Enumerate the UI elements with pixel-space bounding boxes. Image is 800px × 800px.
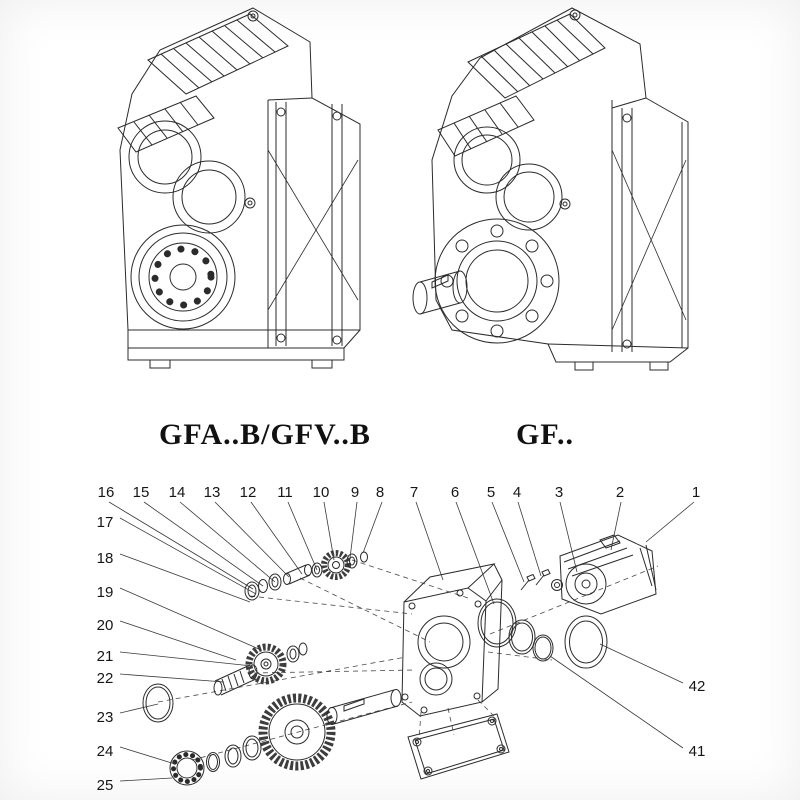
output-shaft	[326, 689, 402, 725]
side-panel	[611, 97, 687, 352]
callout-9: 9	[351, 484, 359, 501]
callout-11: 11	[277, 484, 293, 501]
ball-bearing	[169, 750, 205, 786]
input-side-rings	[477, 568, 608, 669]
callout-3: 3	[555, 484, 563, 501]
pinion-shaft	[283, 564, 312, 585]
callout-23: 23	[97, 709, 114, 726]
intermediate-gear	[245, 643, 287, 685]
second-stage-parts	[142, 642, 308, 723]
intermediate-shaft-parts	[244, 550, 368, 601]
callout-22: 22	[97, 670, 114, 687]
cover-plate	[407, 713, 510, 780]
bearing-bores	[128, 120, 256, 234]
callout-15: 15	[133, 484, 150, 501]
mounting-feet	[547, 343, 689, 371]
callout-numbers: 16 15 14 13 12 11 10 9 8 7 6 5 4 3 2 1 1…	[97, 484, 706, 794]
small-gear	[321, 550, 351, 580]
assembly-axis-lines	[157, 559, 659, 761]
flange-bolt	[520, 568, 551, 591]
callout-16: 16	[98, 484, 115, 501]
output-gear	[258, 693, 336, 771]
terminal-box	[599, 534, 621, 549]
lifting-eye-boss	[247, 10, 259, 22]
callout-41: 41	[689, 743, 706, 760]
callout-24: 24	[97, 743, 114, 760]
plug	[551, 579, 563, 591]
shaft-keyway	[431, 274, 449, 289]
right-model-caption: GF..	[516, 418, 574, 451]
callout-13: 13	[204, 484, 221, 501]
motor-adapter	[559, 534, 657, 615]
exploded-view: 16 15 14 13 12 11 10 9 8 7 6 5 4 3 2 1 1…	[97, 484, 706, 794]
callout-19: 19	[97, 584, 114, 601]
callout-17: 17	[97, 514, 114, 531]
snap-ring	[206, 752, 220, 772]
callout-7: 7	[410, 484, 418, 501]
callout-14: 14	[169, 484, 186, 501]
cooling-ribs	[117, 13, 289, 153]
callout-18: 18	[97, 550, 114, 567]
output-shaft	[412, 270, 468, 315]
output-bore	[130, 224, 236, 330]
cooling-ribs	[437, 13, 606, 157]
callout-2: 2	[616, 484, 624, 501]
gear-housing	[401, 563, 503, 717]
left-model-caption: GFA..B/GFV..B	[159, 418, 371, 451]
shaft-keyway	[343, 698, 365, 712]
callout-12: 12	[240, 484, 257, 501]
lifting-eye-boss	[569, 9, 581, 21]
callout-5: 5	[487, 484, 495, 501]
callout-21: 21	[97, 648, 114, 665]
callout-42: 42	[689, 678, 706, 695]
bearing-bores	[453, 126, 571, 231]
callout-10: 10	[313, 484, 330, 501]
output-stage-parts	[169, 689, 402, 786]
leader-lines	[108, 501, 695, 782]
mounting-feet	[128, 329, 360, 369]
callout-6: 6	[451, 484, 459, 501]
callout-1: 1	[692, 484, 700, 501]
callout-4: 4	[513, 484, 521, 501]
side-panel	[267, 97, 359, 348]
left-gearbox-figure	[117, 7, 361, 369]
callout-20: 20	[97, 617, 114, 634]
callout-25: 25	[97, 777, 114, 794]
right-gearbox-figure	[412, 7, 689, 371]
callout-8: 8	[376, 484, 384, 501]
